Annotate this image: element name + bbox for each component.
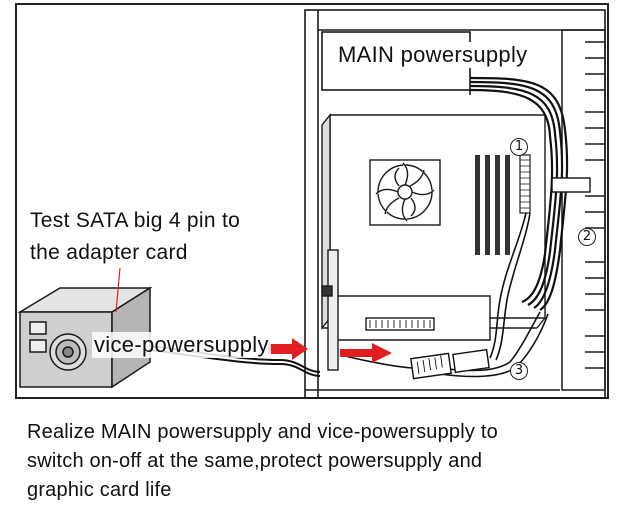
cable-clip	[551, 177, 591, 193]
marker-1: 1	[510, 138, 528, 156]
cpu-fan	[369, 159, 441, 226]
main-power-supply-label: MAIN powersupply	[335, 42, 531, 68]
ram-slots	[475, 155, 510, 255]
test-note-line-2: the adapter card	[30, 241, 188, 264]
marker-2: 2	[578, 228, 596, 246]
sata-adapter	[410, 348, 490, 380]
marker-3: 3	[510, 362, 528, 380]
caption-line-3: graphic card life	[27, 479, 172, 501]
vice-power-supply-label: vice-powersupply	[92, 332, 271, 358]
note-pointer	[115, 267, 121, 313]
red-arrow-adapter	[340, 343, 392, 363]
graphic-card	[321, 249, 491, 371]
drive-bay	[561, 29, 606, 391]
atx-24pin-connector	[519, 154, 531, 214]
test-note-line-1: Test SATA big 4 pin to	[30, 209, 241, 232]
caption: Realize MAIN powersupply and vice-powers…	[27, 418, 607, 505]
caption-line-2: switch on-off at the same,protect powers…	[27, 450, 483, 472]
main-cable-bundle	[469, 76, 569, 311]
caption-line-1: Realize MAIN powersupply and vice-powers…	[27, 421, 498, 443]
adapter-cable	[344, 355, 413, 369]
red-arrow-external	[268, 338, 308, 360]
